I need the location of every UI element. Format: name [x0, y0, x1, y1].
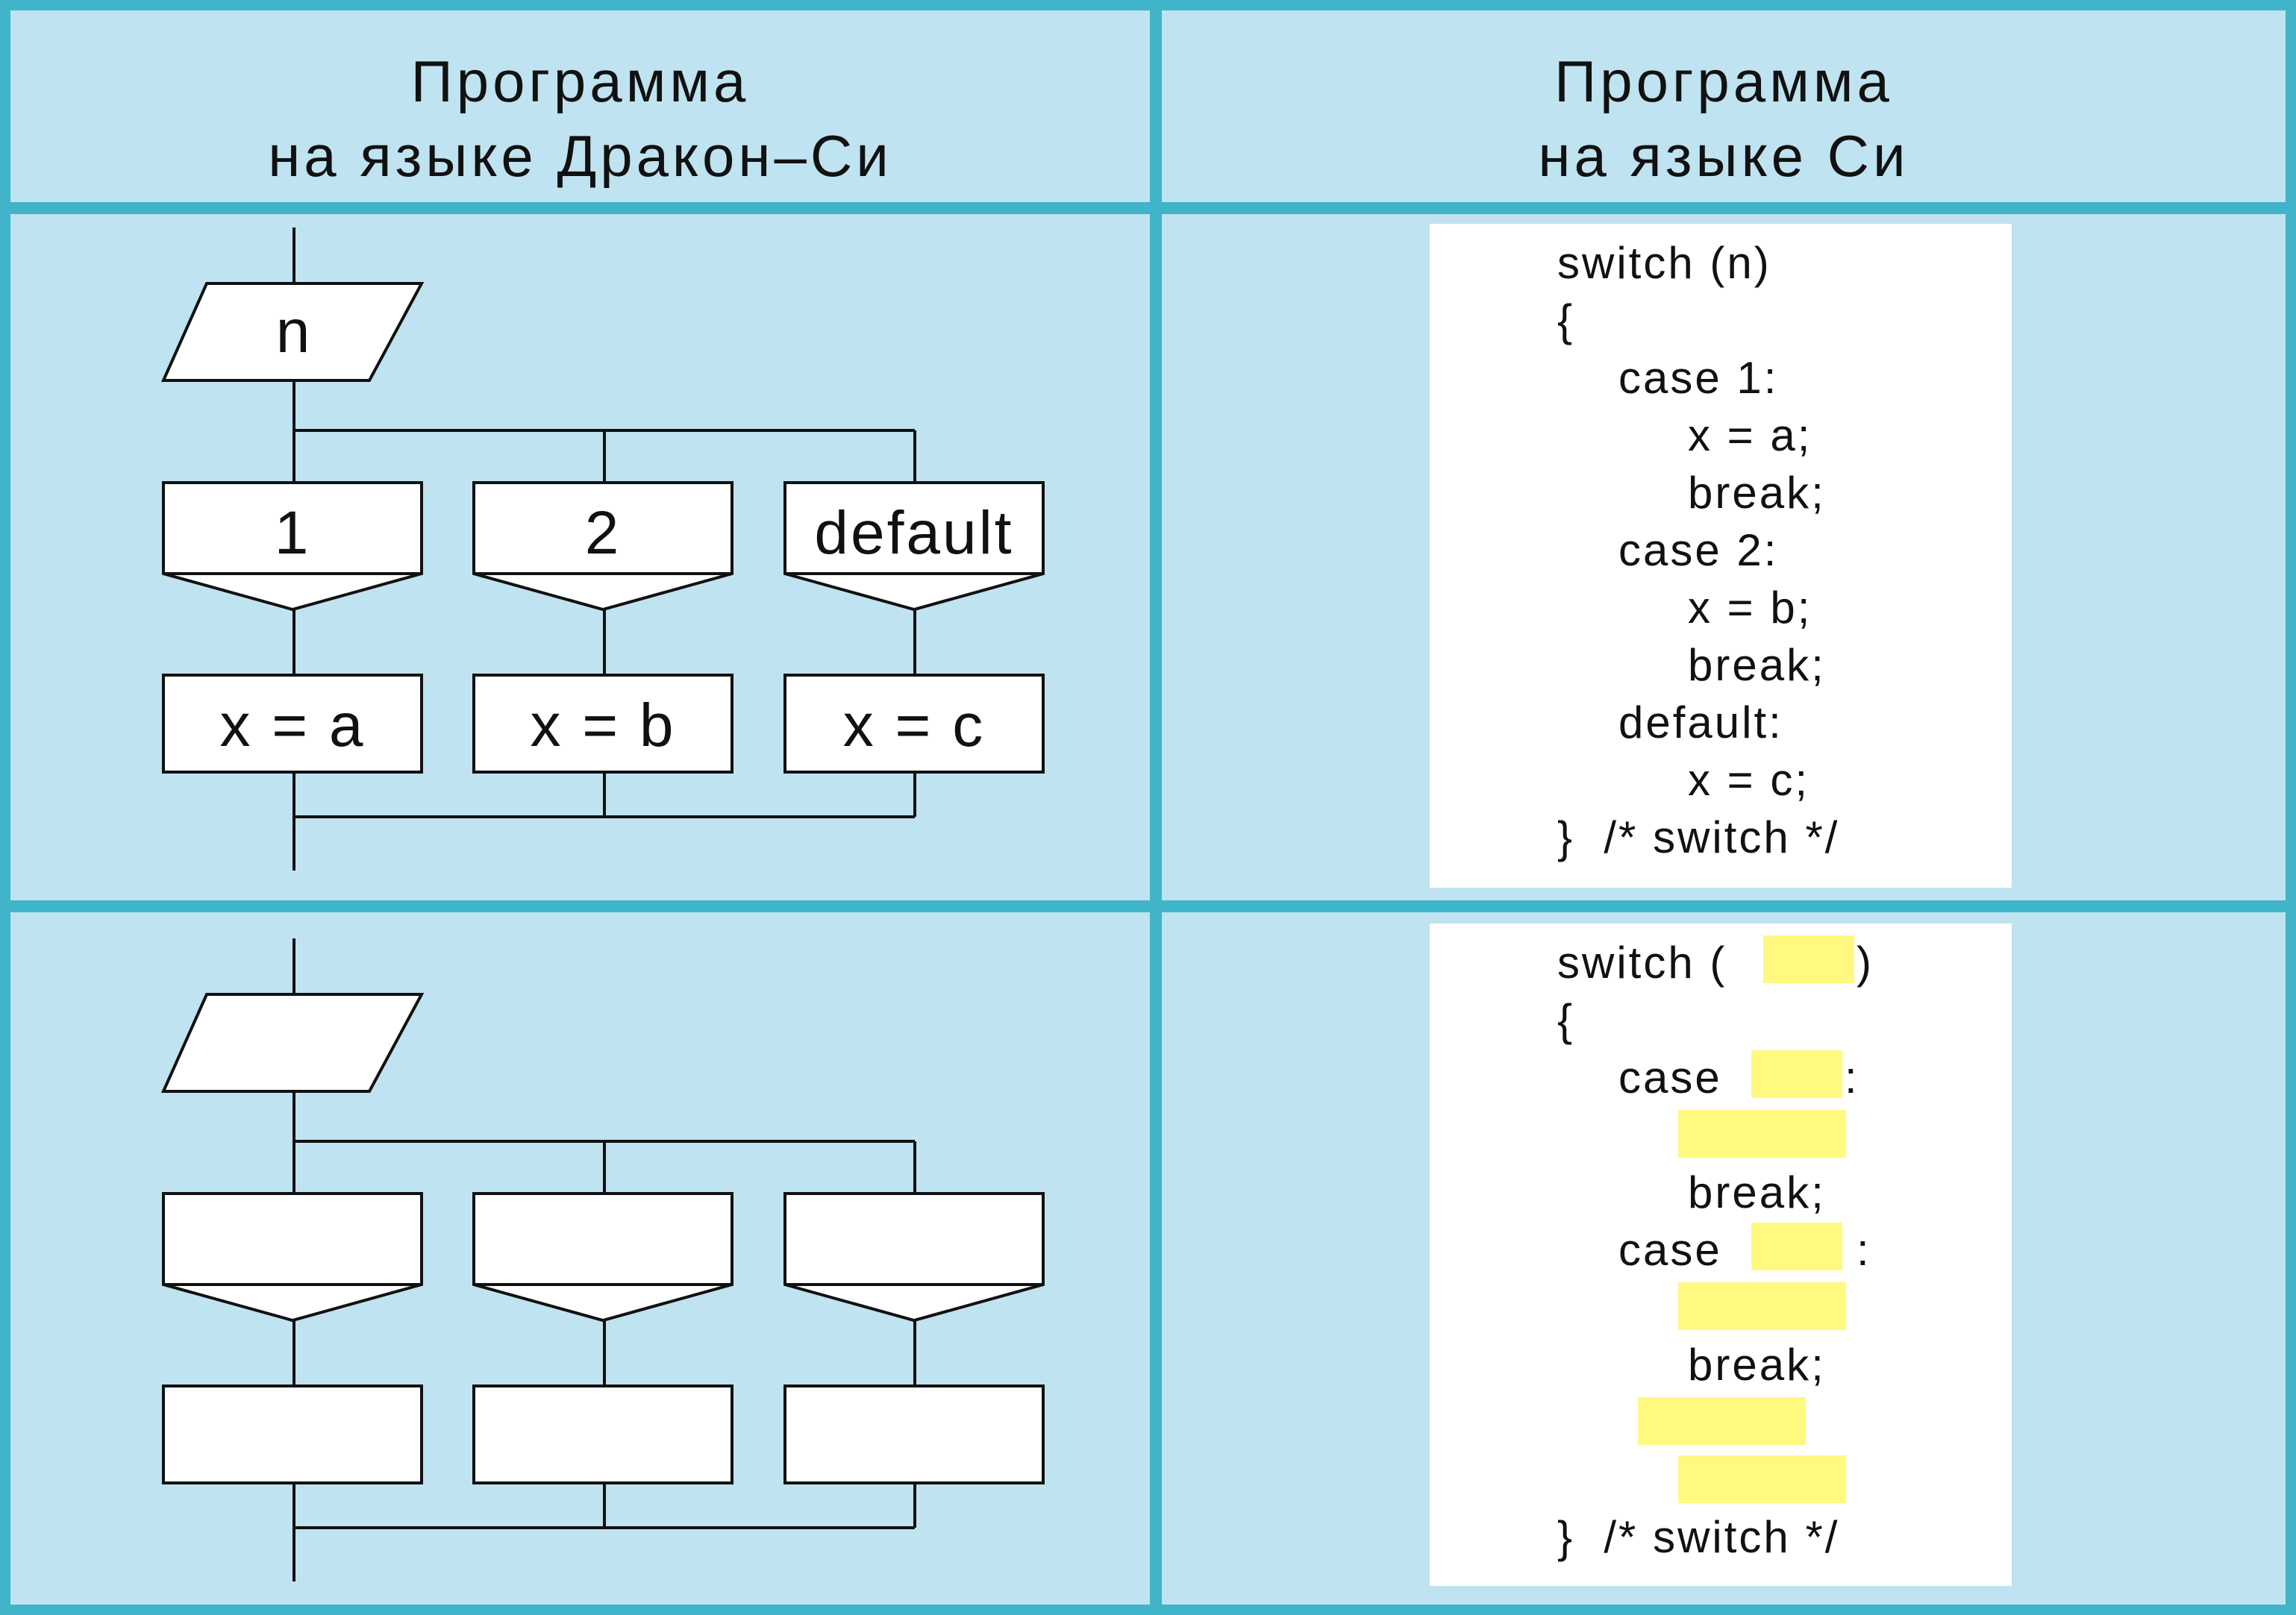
example-input-shape: [160, 282, 425, 382]
example-case-label-3: default: [814, 499, 1013, 567]
answer-blank-switch-variable[interactable]: [1763, 935, 1854, 983]
example-case-shape-1: [162, 481, 423, 612]
exercise-action-box-3: [783, 1384, 1045, 1484]
example-case-label-1: 1: [275, 499, 311, 567]
example-action-label-2: x = b: [530, 692, 675, 759]
exercise-code-cell: switch ( ) { case : break; case : break;…: [1162, 912, 2286, 1605]
example-case-shape-2: [472, 481, 733, 612]
header-right-line1: Программа: [1554, 48, 1893, 114]
example-action-box-2: [472, 674, 733, 774]
code-line: {: [1557, 995, 1575, 1045]
example-action-box-1: [162, 674, 423, 774]
code-line: switch (: [1557, 938, 1727, 988]
code-line: } /* switch */: [1557, 1512, 1840, 1562]
exercise-action-box-2: [472, 1384, 733, 1484]
example-code-cell: switch (n) { case 1: x = a; break; case …: [1162, 214, 2286, 900]
exercise-case-shape-3: [783, 1192, 1045, 1323]
code-line: x = b;: [1688, 583, 1812, 633]
exercise-diagram-cell: [10, 912, 1150, 1605]
code-line: case 1:: [1618, 353, 1779, 403]
code-line: :: [1856, 1225, 1871, 1275]
example-diagram-cell: n 1 2 default x = a x = b x = c: [10, 214, 1150, 900]
code-line: break;: [1688, 468, 1826, 518]
code-line: {: [1557, 295, 1575, 345]
code-line: x = a;: [1688, 410, 1812, 460]
code-line: switch (n): [1557, 238, 1771, 288]
code-line: x = c;: [1688, 755, 1810, 805]
header-right-line2: на языке Си: [1538, 123, 1909, 189]
code-line: break;: [1688, 1340, 1826, 1390]
code-line: ): [1856, 938, 1874, 988]
exercise-action-box-1: [162, 1384, 423, 1484]
code-line: :: [1845, 1053, 1859, 1103]
example-action-label-1: x = a: [219, 692, 365, 759]
header-left-cell: Программа на языке Дракон–Си: [10, 10, 1150, 202]
example-case-shape-3: [783, 481, 1045, 612]
answer-blank-case1-action[interactable]: [1678, 1110, 1846, 1158]
exercise-code-box: switch ( ) { case : break; case : break;…: [1430, 923, 2012, 1586]
answer-blank-case2-action[interactable]: [1678, 1282, 1846, 1330]
code-line: case: [1618, 1053, 1722, 1103]
example-drakon-diagram: n 1 2 default x = a x = b x = c: [160, 228, 1045, 871]
exercise-case-shape-1: [162, 1192, 423, 1323]
code-line: default:: [1618, 697, 1783, 747]
header-right-cell: Программа на языке Си: [1162, 10, 2286, 202]
exercise-case-shape-2: [472, 1192, 733, 1323]
example-input-label: n: [276, 298, 313, 366]
example-code-box: switch (n) { case 1: x = a; break; case …: [1430, 224, 2012, 888]
example-action-box-3: [783, 674, 1045, 774]
code-line: case 2:: [1618, 525, 1779, 575]
answer-blank-case1-value[interactable]: [1751, 1050, 1842, 1098]
example-case-label-2: 2: [585, 499, 622, 567]
exercise-input-shape: [160, 993, 425, 1093]
answer-blank-default-keyword[interactable]: [1638, 1397, 1806, 1445]
header-left-line1: Программа: [410, 48, 750, 114]
code-line: break;: [1688, 1167, 1826, 1217]
code-line: } /* switch */: [1557, 812, 1840, 862]
code-line: break;: [1688, 640, 1826, 690]
code-line: case: [1618, 1225, 1722, 1275]
answer-blank-case2-value[interactable]: [1751, 1223, 1842, 1270]
example-action-label-3: x = c: [843, 692, 985, 759]
answer-blank-default-action[interactable]: [1678, 1455, 1846, 1503]
header-left-line2: на языке Дракон–Си: [268, 123, 892, 189]
exercise-drakon-diagram: [160, 938, 1045, 1581]
